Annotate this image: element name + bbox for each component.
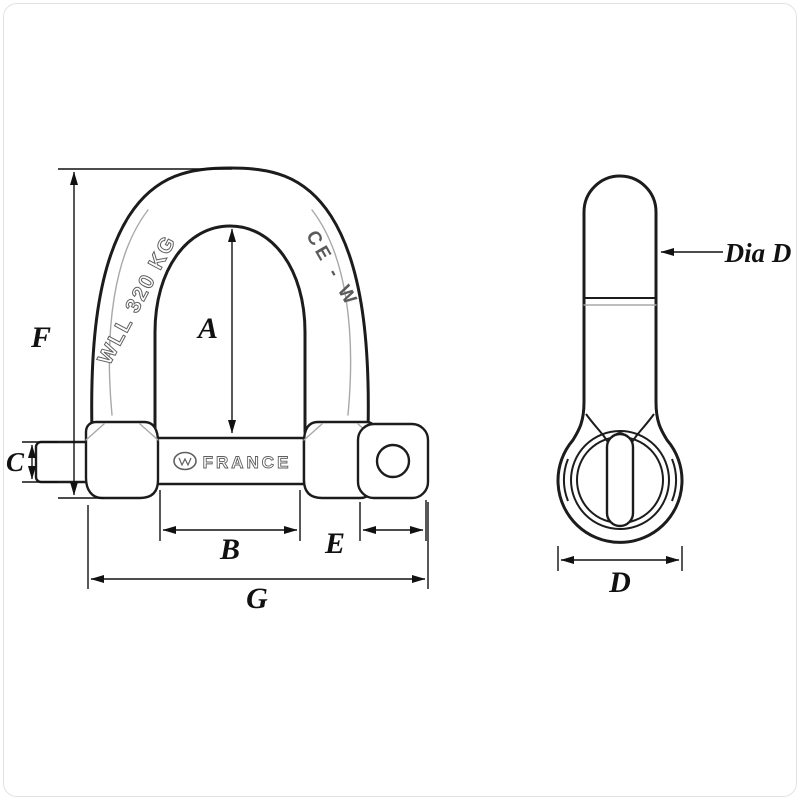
brand-logo-icon [173,451,197,471]
dim-d-extension-lines [557,546,683,571]
dim-label-f: F [30,321,51,354]
pin-slot [605,432,635,528]
dim-e-extension-lines [359,500,427,541]
shackle-side-view [556,174,684,544]
pin-head-eye [375,443,411,479]
dim-c-extension-lines [22,441,58,483]
brand-logo-glyph [178,457,192,467]
dim-label-a: A [196,312,218,345]
front-view-dimensions: F A C B E G [6,168,429,615]
boss-side-arc-right [671,458,678,502]
pin-left-tip [34,440,92,484]
boss-ring-outer [570,430,670,530]
dim-f-extension-lines [58,168,232,499]
dim-label-d: D [608,566,631,599]
engraving-france: FRANCE [203,453,292,472]
shackle-left-foot [84,420,160,500]
side-view-dimensions: Dia D D [557,238,792,599]
dim-label-g: G [246,582,268,615]
bow-sheen-left [108,209,149,416]
bow-sheen-right [311,209,352,416]
shackle-bow-outline [90,166,370,434]
dim-label-dia-d: Dia D [724,238,792,268]
left-foot-bevels [85,423,159,441]
boss-side-arc-left [562,458,569,502]
dim-g-extension-lines [87,502,429,589]
dim-label-c: C [6,447,25,477]
dim-label-e: E [324,527,345,560]
dim-b-extension-lines [159,490,301,541]
dim-label-b: B [219,533,240,566]
